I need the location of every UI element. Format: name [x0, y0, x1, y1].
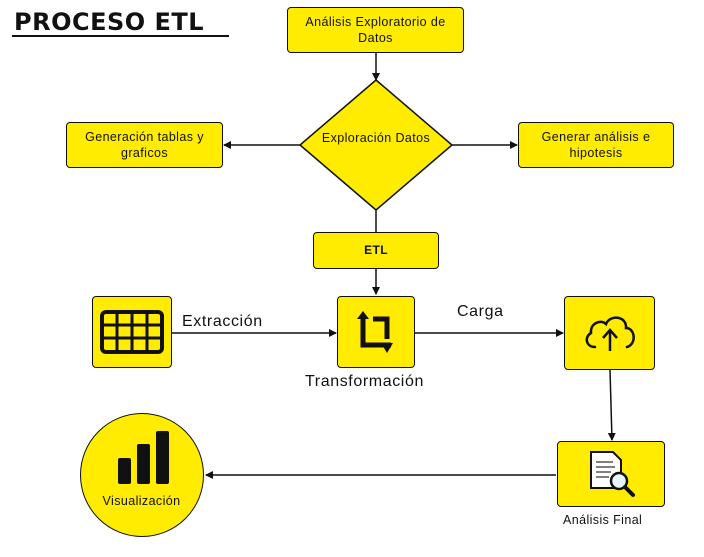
label-visualizacion: Visualización — [102, 494, 181, 508]
label-carga: Carga — [457, 303, 504, 320]
tile-transformacion — [337, 296, 415, 368]
exploracion-diamond — [298, 79, 454, 211]
node-analisis-exploratorio: Análisis Exploratorio de Datos — [287, 7, 464, 53]
node-exploracion-datos-label: Exploración Datos — [321, 131, 431, 145]
node-etl: ETL — [313, 232, 439, 269]
node-generar-analisis-label: Generar análisis e hipotesis — [541, 129, 651, 160]
cloud-upload-icon — [585, 316, 635, 351]
node-visualizacion: Visualización — [80, 413, 204, 537]
title-underline — [12, 35, 229, 37]
tile-carga — [564, 296, 655, 370]
node-generar-analisis: Generar análisis e hipotesis — [518, 122, 674, 168]
node-generacion-tablas-label: Generación tablas y graficos — [85, 129, 204, 160]
label-transformacion: Transformación — [305, 373, 424, 390]
bar-chart-icon — [118, 431, 169, 484]
node-analisis-exploratorio-label: Análisis Exploratorio de Datos — [305, 14, 446, 45]
label-analisis-final: Análisis Final — [563, 513, 643, 527]
table-grid-icon — [100, 310, 164, 354]
document-search-icon — [590, 451, 635, 497]
tile-extraccion — [92, 296, 172, 368]
page-title: PROCESO ETL — [14, 8, 205, 36]
node-generacion-tablas: Generación tablas y graficos — [66, 122, 223, 168]
node-etl-label: ETL — [364, 242, 388, 257]
tile-analisis-final — [557, 441, 665, 507]
crop-rotate-icon — [357, 311, 393, 353]
arrow-carga-to-final — [607, 369, 616, 441]
label-extraccion: Extracción — [182, 313, 263, 330]
